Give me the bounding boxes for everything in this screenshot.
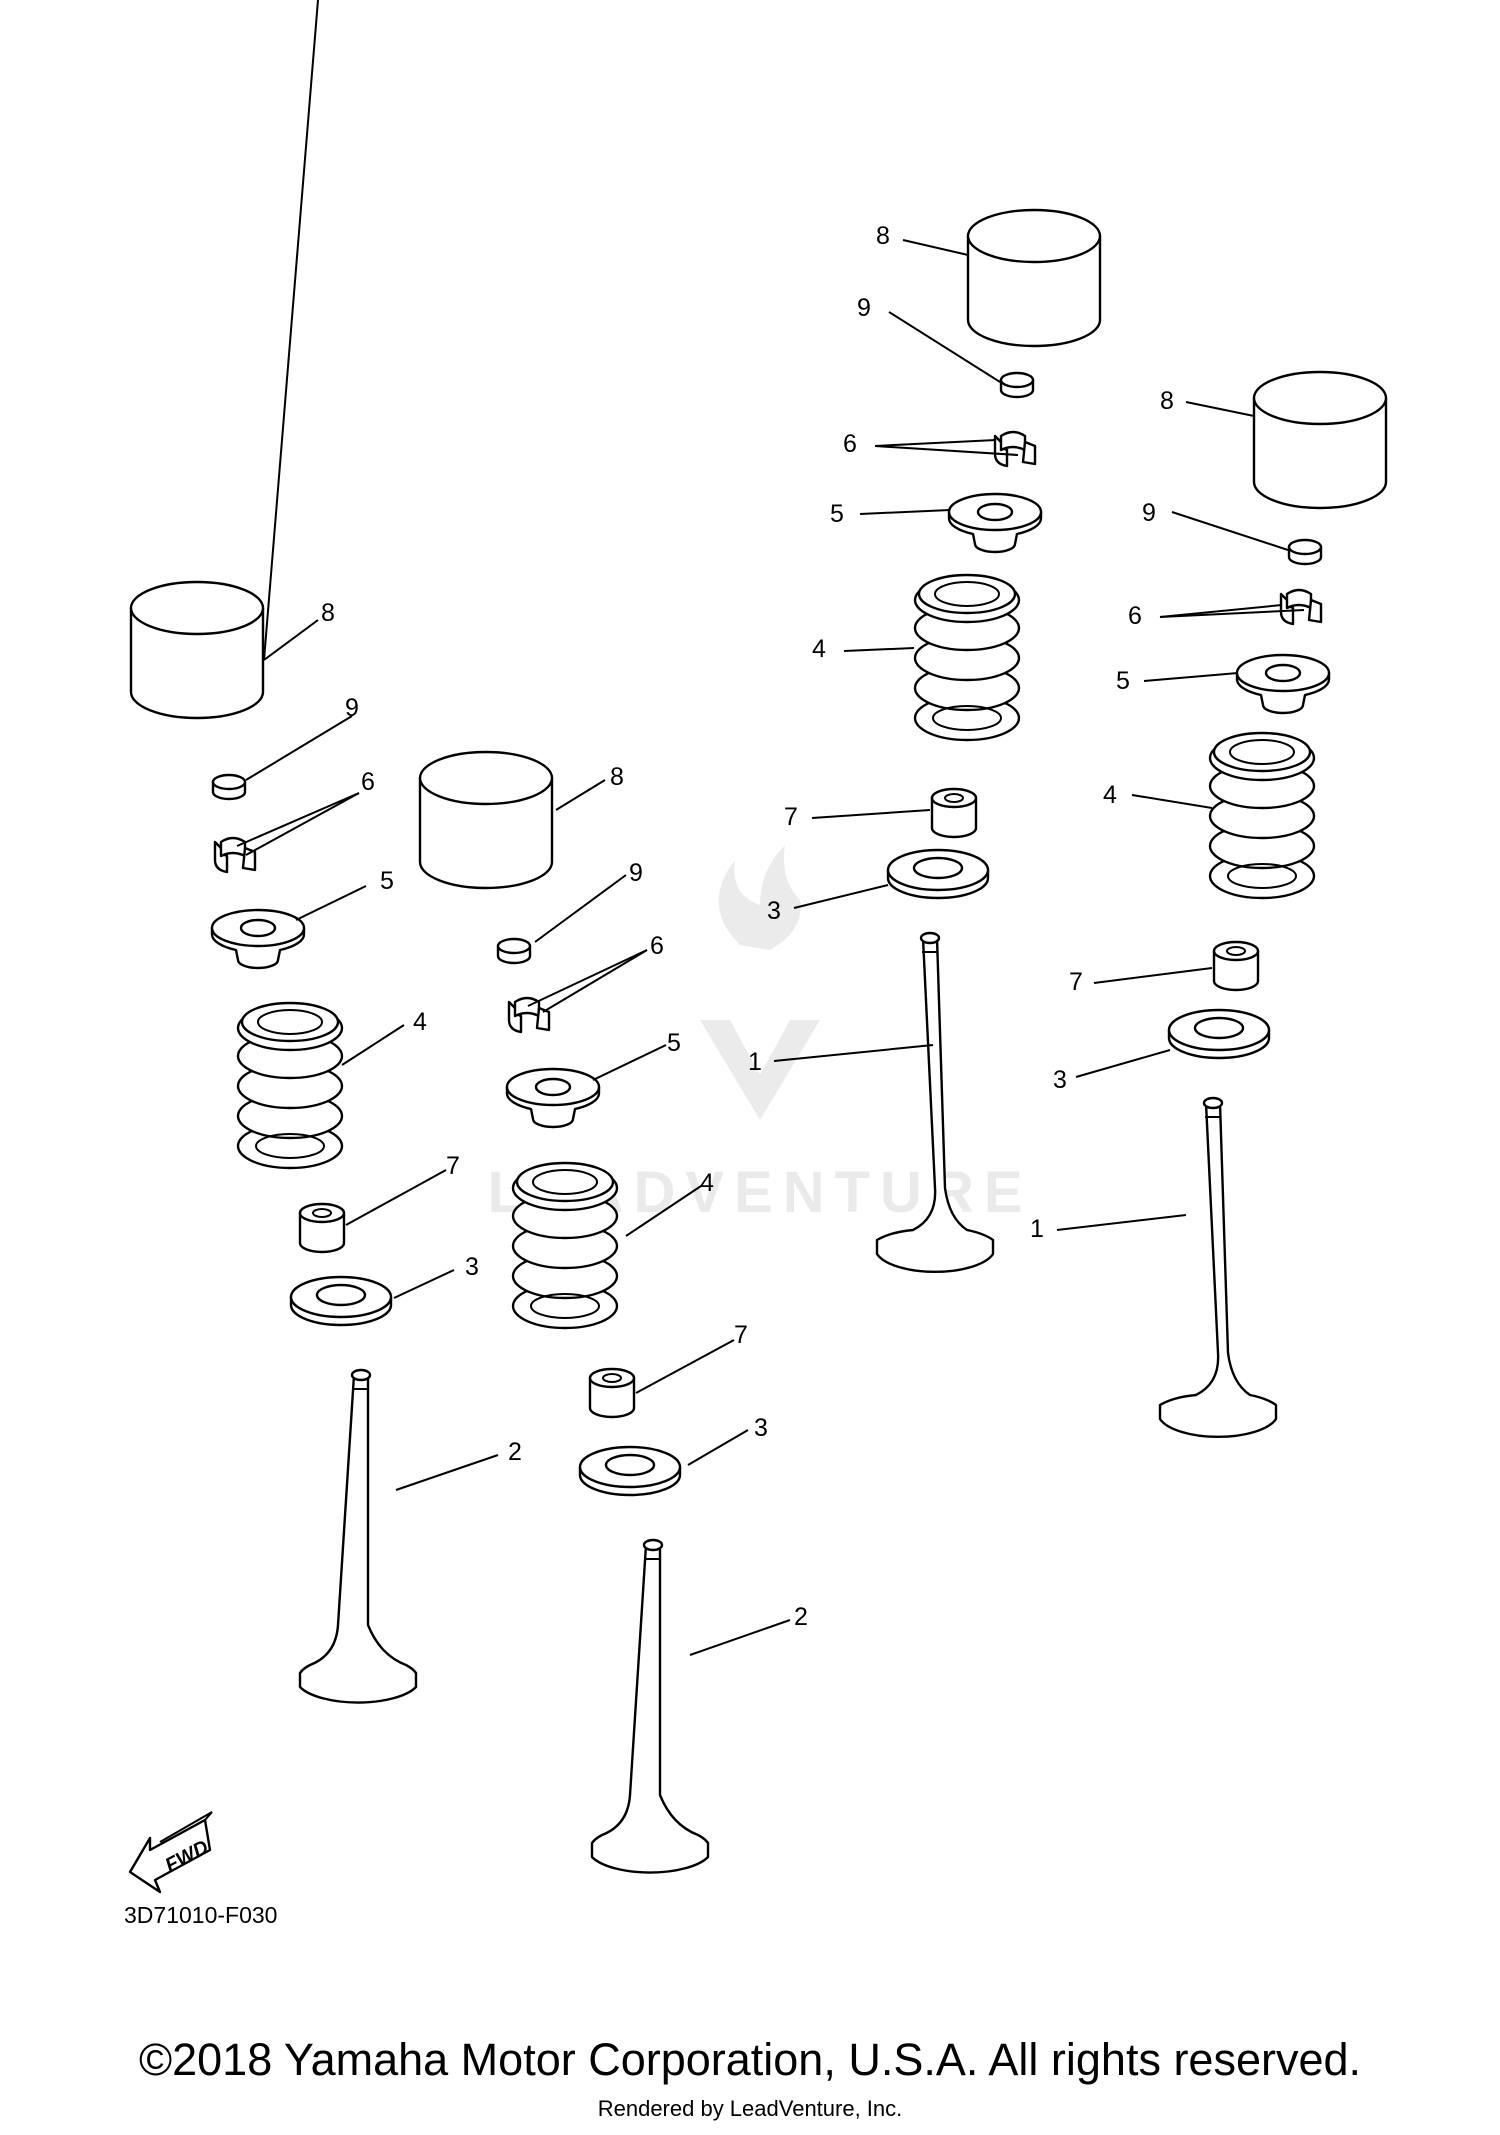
callout-9: 9: [857, 294, 871, 322]
stack-center-right: [875, 208, 1102, 1274]
callout-8: 8: [876, 222, 890, 250]
callout-1: 1: [748, 1048, 762, 1076]
callout-5: 5: [380, 867, 394, 895]
callout-4: 4: [812, 635, 826, 663]
callout-5: 5: [1116, 667, 1130, 695]
callout-3: 3: [465, 1253, 479, 1281]
stack-right: [1158, 370, 1388, 1439]
callout-6: 6: [650, 932, 664, 960]
leader-lines: [236, 0, 1305, 1656]
callout-4: 4: [700, 1169, 714, 1197]
callout-2: 2: [794, 1603, 808, 1631]
callout-7: 7: [784, 803, 798, 831]
callout-4: 4: [413, 1008, 427, 1036]
callout-9: 9: [629, 859, 643, 887]
callout-3: 3: [1053, 1066, 1067, 1094]
rendered-by-notice: Rendered by LeadVenture, Inc.: [597, 2096, 903, 2121]
callout-9: 9: [1142, 499, 1156, 527]
diagram-code: 3D71010-F030: [124, 1902, 278, 1928]
callout-6: 6: [361, 768, 375, 796]
callout-3: 3: [767, 897, 781, 925]
callout-6: 6: [843, 430, 857, 458]
callout-4: 4: [1103, 781, 1117, 809]
callout-2: 2: [508, 1438, 522, 1466]
stack-left: [129, 580, 418, 1704]
fwd-arrow-icon: FWD: [128, 1811, 213, 1894]
callout-7: 7: [1069, 968, 1083, 996]
callout-7: 7: [734, 1321, 748, 1349]
callout-labels: 8 9 6 5 4 7 3 2 8 9 6 5 4 7 3 2 8 9 6 5 …: [321, 222, 1174, 1631]
callout-5: 5: [667, 1029, 681, 1057]
callout-1: 1: [1030, 1215, 1044, 1243]
callout-7: 7: [446, 1152, 460, 1180]
callout-6: 6: [1128, 602, 1142, 630]
callout-9: 9: [345, 694, 359, 722]
copyright-notice: ©2018 Yamaha Motor Corporation, U.S.A. A…: [138, 2034, 1362, 2085]
callout-3: 3: [754, 1414, 768, 1442]
callout-8: 8: [321, 599, 335, 627]
callout-8: 8: [1160, 387, 1174, 415]
callout-8: 8: [610, 763, 624, 791]
callout-5: 5: [830, 500, 844, 528]
